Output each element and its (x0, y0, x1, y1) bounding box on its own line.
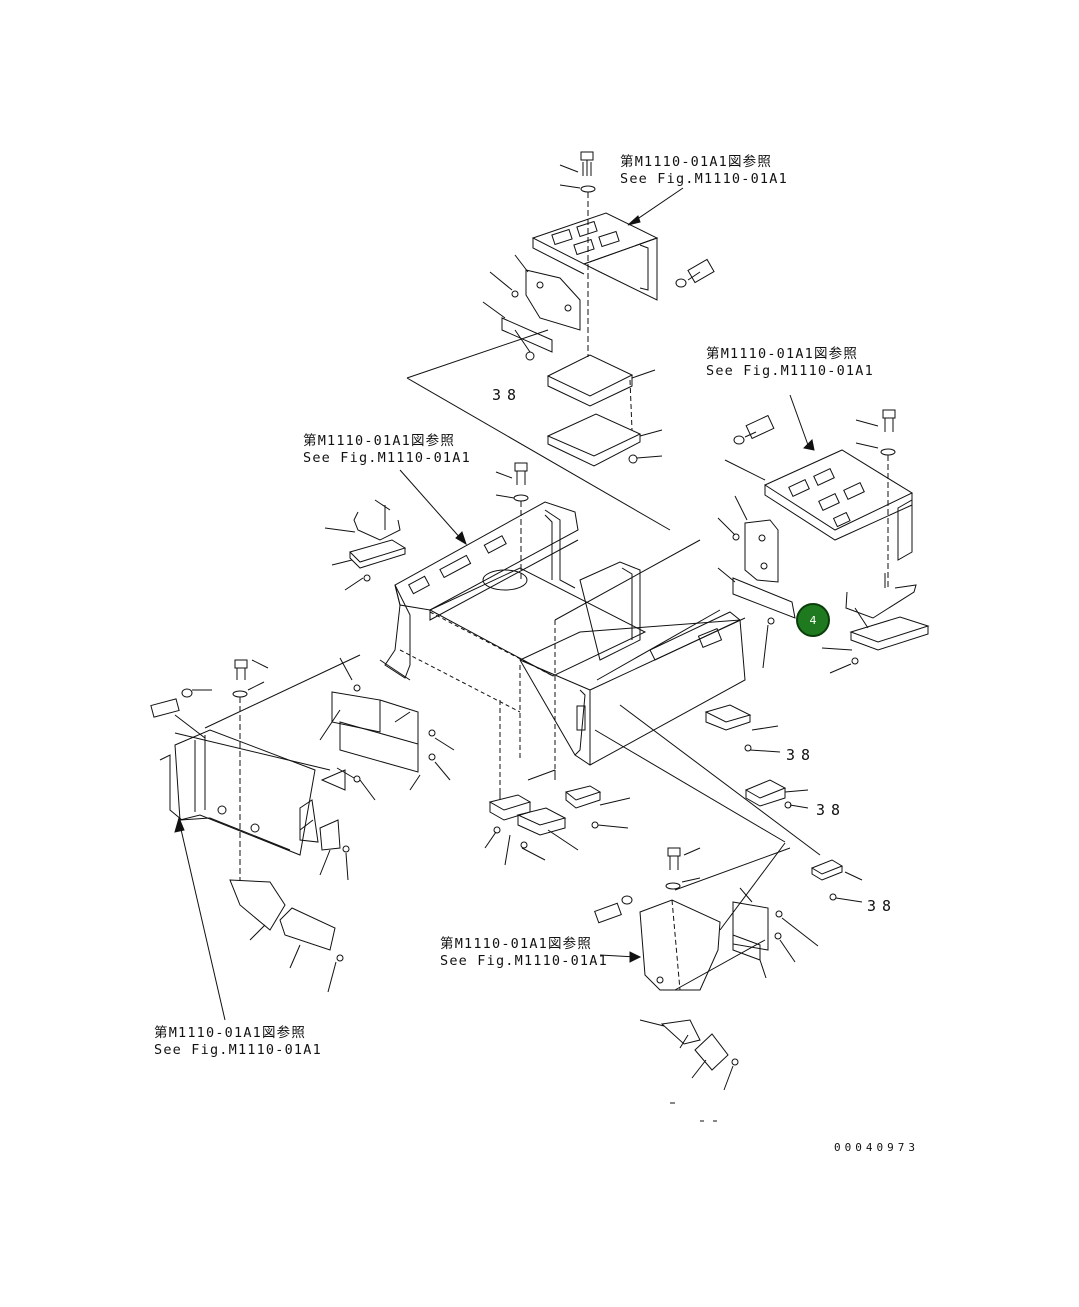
top-cover-assembly (407, 152, 714, 530)
part-number-label: 38 (492, 386, 523, 404)
ref-note-left-en: See Fig.M1110-01A1 (154, 1042, 322, 1058)
ref-note-left-jp: 第M1110-01A1図参照 (154, 1025, 307, 1041)
part-callout-number: 4 (809, 613, 817, 627)
ref-note-top-en: See Fig.M1110-01A1 (620, 171, 788, 187)
part-number-label: 38 (786, 746, 817, 764)
bottom-mounting-blocks (485, 786, 630, 865)
part-callout-marker[interactable]: 4 (796, 603, 830, 637)
part-number-label: 38 (816, 801, 847, 819)
right-cover-assembly (718, 395, 928, 673)
bottom-side-panel-assembly (595, 843, 818, 1121)
ref-note-left: 第M1110-01A1図参照 See Fig.M1110-01A1 (154, 1025, 322, 1059)
ref-note-center-jp: 第M1110-01A1図参照 (303, 433, 456, 449)
part-number-label: 38 (867, 897, 898, 915)
ref-note-right-jp: 第M1110-01A1図参照 (706, 346, 859, 362)
ref-note-center: 第M1110-01A1図参照 See Fig.M1110-01A1 (303, 433, 471, 467)
drawing-code: 00040973 (834, 1141, 919, 1154)
ref-note-top-jp: 第M1110-01A1図参照 (620, 154, 773, 170)
ref-note-right-en: See Fig.M1110-01A1 (706, 363, 874, 379)
right-mounting-blocks (706, 705, 862, 902)
ref-note-bottom-jp: 第M1110-01A1図参照 (440, 936, 593, 952)
main-cab-frame (380, 463, 820, 855)
left-mount-brackets (325, 500, 405, 590)
ref-note-center-en: See Fig.M1110-01A1 (303, 450, 471, 466)
ref-note-right: 第M1110-01A1図参照 See Fig.M1110-01A1 (706, 346, 874, 380)
left-side-panel-assembly (151, 655, 454, 1020)
ref-note-bottom-en: See Fig.M1110-01A1 (440, 953, 608, 969)
ref-note-top: 第M1110-01A1図参照 See Fig.M1110-01A1 (620, 154, 788, 188)
ref-note-bottom: 第M1110-01A1図参照 See Fig.M1110-01A1 (440, 936, 608, 970)
